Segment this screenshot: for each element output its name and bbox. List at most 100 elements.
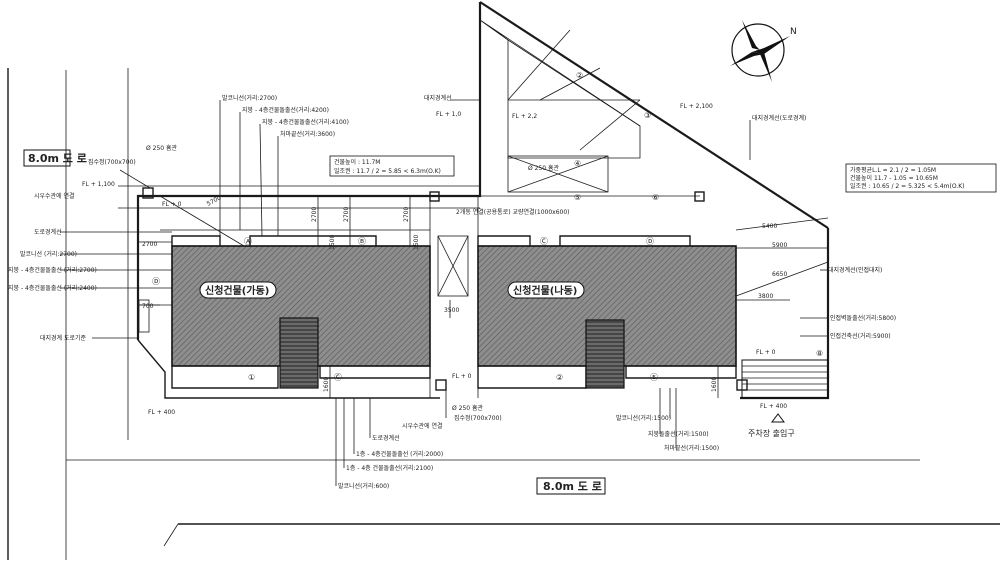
callout-pipe-mid: Ø 250 흄관 — [528, 164, 560, 172]
zone-right-top-d: Ⓓ — [646, 237, 654, 246]
manhole-top-left — [142, 187, 154, 199]
site-boundary-bottom-left — [137, 339, 440, 399]
dim-1600-a: 1600 — [323, 377, 330, 392]
callout-left-bottom: 대지경계 도로기준 — [40, 334, 87, 342]
site-boundary-left-top — [136, 2, 482, 340]
callout-pipe-bottom: Ø 250 흄관 — [452, 404, 484, 412]
courtyard-bridge — [437, 235, 469, 297]
dim-5900: 5900 — [772, 242, 787, 249]
building-right-name: 신청건물(나동) — [513, 284, 577, 297]
dim-3800: 3800 — [758, 293, 773, 300]
road-bottom-label: 8.0m 도 로 — [543, 480, 602, 493]
callout-top-dim-1: 발코니선(거리:2700) — [222, 94, 277, 102]
right-balcony-bottom-2 — [625, 366, 737, 379]
callout-bottom-left-4: 발코니선(거리:600) — [338, 482, 389, 490]
manhole-top-right — [694, 191, 705, 202]
parking-area — [741, 359, 829, 399]
level-left-gl: FL + 0 — [162, 201, 182, 208]
callout-top-dim-3: 지붕 - 4층건물돌출선(거리:4100) — [262, 118, 349, 126]
level-bottom-left: FL + 400 — [148, 409, 175, 416]
road-top-label: 8.0m 도 로 — [28, 152, 87, 165]
manhole-bottom-right — [736, 379, 748, 391]
site-boundary-right — [740, 228, 830, 400]
height-left-line2: 일조권 : 11.7 / 2 = 5.85 < 6.3m(O.K) — [334, 167, 441, 175]
right-balcony-top — [477, 235, 531, 246]
top-lot-diag1 — [507, 39, 641, 127]
callout-left-label-4: 지붕 - 4층건물돌출선 (거리:2400) — [8, 284, 97, 292]
level-bottom-right: FL + 400 — [760, 403, 787, 410]
top-lot-diag2 — [507, 29, 571, 101]
height-right-line1: 가중평균L.L = 2.1 / 2 = 1.05M — [850, 166, 936, 174]
dim-3500: 3500 — [444, 307, 459, 314]
zone-parking: ⑧ — [816, 349, 823, 358]
callout-manhole-bottom: 집수정(700x700) — [454, 415, 502, 422]
callout-left-label-2: 발코니선 (거리:2700) — [20, 250, 77, 258]
height-box-right — [845, 163, 997, 193]
dim-1500-b: 1500 — [413, 235, 420, 250]
stair-left — [279, 317, 319, 389]
callout-land-right-top: 대지경계선(도로경계) — [752, 114, 806, 122]
bottom-road-chamfer — [163, 523, 179, 547]
callout-bottom-left-1: 도로경계선 — [372, 434, 400, 442]
north-arrow — [730, 20, 790, 82]
right-balcony-bottom — [477, 366, 587, 389]
callout-right-label-2: 인접건축선(거리:5900) — [830, 332, 891, 340]
height-box-left — [329, 155, 455, 177]
level-top-right: FL + 2,100 — [680, 103, 713, 110]
callout-bottom-right-3: 처마끝선(거리:1500) — [664, 444, 719, 452]
callout-left-label-1: 도로경계선 — [34, 228, 62, 236]
left-balcony-bottom — [171, 366, 279, 389]
callout-courtyard: 2개동 연결(공용통로) 교량연결(1000x600) — [456, 208, 570, 216]
dim-2700-b: 2700 — [311, 207, 318, 222]
zone-left-top-b: Ⓑ — [358, 237, 366, 246]
road-top-box — [23, 149, 71, 167]
site-boundary-diagonal — [479, 1, 829, 229]
level-mid-right: FL + 2,2 — [512, 113, 537, 120]
zone-top-6: ⑥ — [652, 193, 659, 202]
top-lot-box-diag2 — [507, 155, 609, 193]
left-corner-box — [138, 299, 150, 333]
stair-right — [585, 319, 625, 389]
building-right-name-box — [507, 281, 585, 299]
height-right-line3: 일조권 : 10.65 / 2 = 5.325 < 5.4m(O.K) — [850, 182, 964, 190]
height-left-line1: 건물높이 : 11.7M — [334, 158, 380, 166]
north-label: N — [790, 27, 797, 37]
dim-2700-left: 2700 — [142, 241, 157, 248]
callout-land-line: 대지경계선 — [424, 94, 452, 102]
zone-left-bottom-1: ① — [248, 373, 255, 382]
dimension-lines — [138, 195, 829, 398]
callout-bottom-right-2: 지붕돌출선(거리:1500) — [648, 430, 709, 438]
zone-right-bottom-2: ② — [556, 373, 563, 382]
courtyard-diag2 — [437, 235, 469, 297]
manhole-bottom — [435, 379, 447, 391]
callout-pipe-top-left: Ø 250 흄관 — [146, 144, 178, 152]
dim-6650: 6650 — [772, 271, 787, 278]
manhole-top-mid — [429, 191, 440, 202]
dim-700: 700 — [142, 303, 154, 310]
road-bottom-box — [536, 477, 606, 495]
callout-bottom-left-2: 1층 - 4층건물돌출선 (거리:2000) — [356, 450, 443, 458]
level-top-mid: FL + 1,0 — [436, 111, 461, 118]
left-balcony-top — [171, 235, 221, 246]
callout-texts: 발코니선(거리:2700) 지붕 - 4층건물돌출선(거리:4200) 지붕 -… — [8, 94, 896, 490]
dim-5400: 5400 — [762, 223, 777, 230]
zone-top-2: ② — [576, 71, 583, 80]
right-balcony-top-2 — [559, 235, 691, 246]
parking-entry-label: 주차장 출입구 — [748, 428, 795, 438]
callout-land-right-mid: 대지경계선(인접대지) — [828, 266, 882, 274]
zone-top-5: ⑤ — [574, 193, 581, 202]
callout-sewer-bottom: 시우수관에 연결 — [402, 422, 443, 430]
callout-sewer-top: 시우수관에 연결 — [34, 192, 75, 200]
callout-top-dim-4: 처마끝선(거리:3600) — [280, 130, 335, 138]
top-lot-diag3 — [539, 67, 601, 101]
level-marks: FL + 1,100 FL + 0 FL + 1,0 FL + 2,100 FL… — [82, 103, 787, 416]
zone-left-bottom-c: Ⓒ — [334, 373, 342, 382]
level-bottom-mid: FL + 0 — [452, 373, 472, 380]
zone-right-top-c: Ⓒ — [540, 237, 548, 246]
level-top-left: FL + 1,100 — [82, 181, 115, 188]
dim-1500-a: 1500 — [329, 235, 336, 250]
callout-leaders — [60, 99, 828, 486]
callout-left-label-3: 지붕 - 4층건물돌출선 (거리:2700) — [8, 266, 97, 274]
